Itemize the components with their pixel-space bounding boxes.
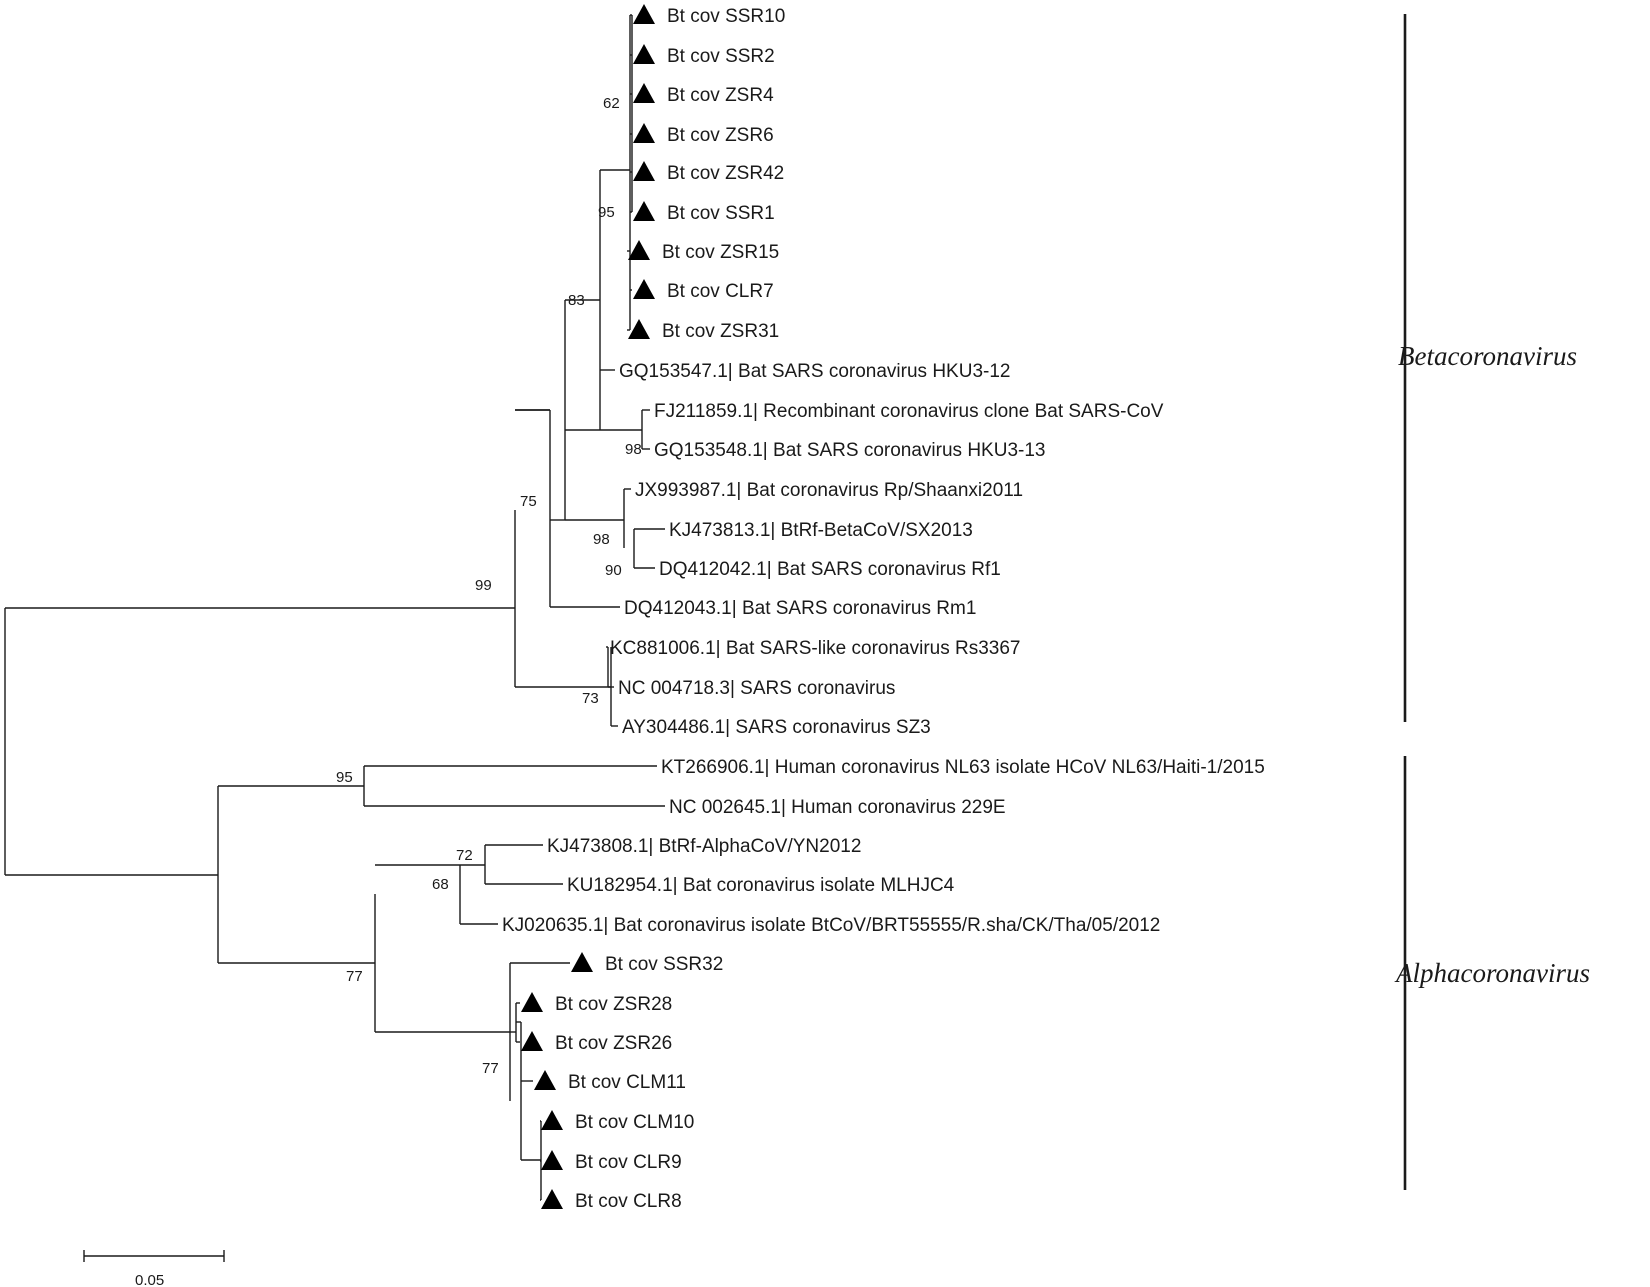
tip-label: Bt cov CLR7	[667, 281, 774, 302]
bootstrap-value: 90	[605, 562, 622, 579]
bootstrap-value: 62	[603, 95, 620, 112]
tip-label: NC 002645.1| Human coronavirus 229E	[669, 797, 1006, 818]
tip-label: Bt cov SSR32	[605, 954, 723, 975]
tip-label: Bt cov SSR2	[667, 46, 775, 67]
tip-label: KC881006.1| Bat SARS-like coronavirus Rs…	[610, 638, 1021, 659]
tip-label: NC 004718.3| SARS coronavirus	[618, 678, 895, 699]
tip-label: KJ020635.1| Bat coronavirus isolate BtCo…	[502, 915, 1160, 936]
bootstrap-value: 68	[432, 876, 449, 893]
triangle-marker-icon	[633, 83, 655, 103]
tip-label: Bt cov ZSR28	[555, 994, 672, 1015]
triangle-marker-icon	[628, 240, 650, 260]
bootstrap-value: 99	[475, 577, 492, 594]
triangle-marker-icon	[633, 44, 655, 64]
tip-label: Bt cov ZSR42	[667, 163, 784, 184]
tip-label: KU182954.1| Bat coronavirus isolate MLHJ…	[567, 875, 955, 896]
triangle-marker-icon	[633, 161, 655, 181]
bootstrap-value: 75	[520, 493, 537, 510]
tip-label: Bt cov CLR8	[575, 1191, 682, 1212]
triangle-marker-icon	[633, 201, 655, 221]
tip-label: Bt cov ZSR15	[662, 242, 779, 263]
tip-label: Bt cov ZSR4	[667, 85, 774, 106]
tip-label: KJ473813.1| BtRf-BetaCoV/SX2013	[669, 520, 973, 541]
tip-label: AY304486.1| SARS coronavirus SZ3	[622, 717, 931, 738]
tip-label: DQ412042.1| Bat SARS coronavirus Rf1	[659, 559, 1001, 580]
triangle-marker-icon	[633, 279, 655, 299]
clade-label-betacoronavirus: Betacoronavirus	[1398, 341, 1577, 371]
triangle-marker-icon	[628, 319, 650, 339]
bootstrap-value: 72	[456, 847, 473, 864]
triangle-marker-icon	[633, 4, 655, 24]
tip-label: Bt cov ZSR31	[662, 321, 779, 342]
tip-label: Bt cov SSR1	[667, 203, 775, 224]
tip-label: KT266906.1| Human coronavirus NL63 isola…	[661, 757, 1265, 778]
bootstrap-value: 77	[346, 968, 363, 985]
tip-label: Bt cov ZSR26	[555, 1033, 672, 1054]
scale-bar: 0.05	[83, 1250, 225, 1287]
triangle-marker-icon	[571, 952, 593, 972]
tip-label: Bt cov ZSR6	[667, 125, 774, 146]
triangle-marker-icon	[633, 123, 655, 143]
tip-label: FJ211859.1| Recombinant coronavirus clon…	[654, 401, 1164, 422]
bootstrap-value: 98	[593, 531, 610, 548]
clade-label-alphacoronavirus: Alphacoronavirus	[1394, 958, 1590, 988]
bootstrap-value: 83	[568, 292, 585, 309]
bootstrap-value: 95	[598, 204, 615, 221]
bootstrap-value: 95	[336, 769, 353, 786]
triangle-marker-icon	[541, 1150, 563, 1170]
scale-bar-label: 0.05	[135, 1272, 164, 1287]
tip-label: Bt cov CLM11	[568, 1072, 686, 1093]
tip-label: KJ473808.1| BtRf-AlphaCoV/YN2012	[547, 836, 861, 857]
tip-labels: Bt cov SSR10 Bt cov SSR2 Bt cov ZSR4 Bt cov…	[502, 6, 1265, 1212]
tip-label: Bt cov CLM10	[575, 1112, 694, 1133]
tip-label: Bt cov SSR10	[667, 6, 785, 27]
tree-branches	[4, 14, 665, 1201]
triangle-marker-icon	[521, 1031, 543, 1051]
tip-label: DQ412043.1| Bat SARS coronavirus Rm1	[624, 598, 976, 619]
triangle-marker-icon	[521, 992, 543, 1012]
bootstrap-labels: 62 95 83 98 75 98 90 99 73 95 72 68 77 77	[336, 95, 642, 1077]
tip-label: JX993987.1| Bat coronavirus Rp/Shaanxi20…	[635, 480, 1023, 501]
tip-label: GQ153548.1| Bat SARS coronavirus HKU3-13	[654, 440, 1045, 461]
bootstrap-value: 73	[582, 690, 599, 707]
bootstrap-value: 77	[482, 1060, 499, 1077]
triangle-marker-icon	[541, 1110, 563, 1130]
tip-markers	[521, 4, 655, 1209]
bootstrap-value: 98	[625, 441, 642, 458]
triangle-marker-icon	[541, 1189, 563, 1209]
tip-label: GQ153547.1| Bat SARS coronavirus HKU3-12	[619, 361, 1010, 382]
tip-label: Bt cov CLR9	[575, 1152, 682, 1173]
triangle-marker-icon	[534, 1070, 556, 1090]
